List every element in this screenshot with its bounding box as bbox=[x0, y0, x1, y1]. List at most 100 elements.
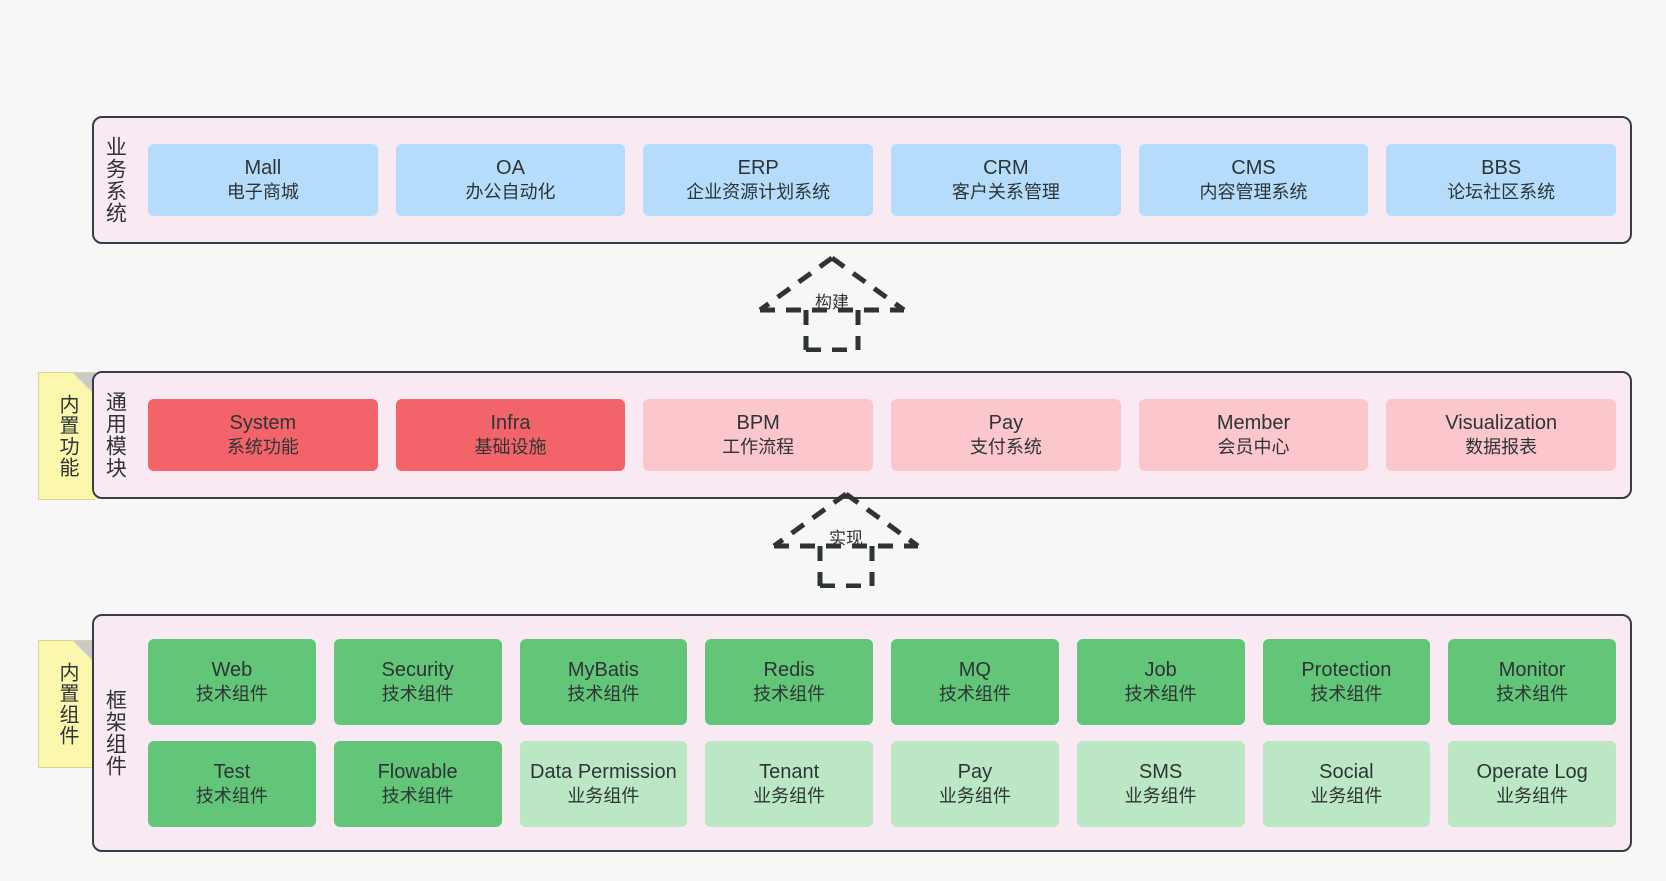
connector-implement: 实现 bbox=[768, 490, 924, 589]
card-subtitle: 技术组件 bbox=[195, 684, 268, 705]
dashed-generalization-arrow-icon bbox=[758, 255, 906, 353]
card-subtitle: 业务组件 bbox=[1496, 786, 1569, 807]
card-title: SMS bbox=[1138, 761, 1183, 784]
card-subtitle: 技术组件 bbox=[195, 786, 268, 807]
card-title: MQ bbox=[958, 659, 991, 682]
card-title: CRM bbox=[983, 157, 1029, 180]
card-subtitle: 论坛社区系统 bbox=[1447, 182, 1556, 203]
card-subtitle: 业务组件 bbox=[1124, 786, 1197, 807]
card-subtitle: 业务组件 bbox=[1310, 786, 1383, 807]
card-subtitle: 支付系统 bbox=[969, 437, 1042, 458]
card-subtitle: 业务组件 bbox=[567, 786, 640, 807]
card-subtitle: 业务组件 bbox=[753, 786, 826, 807]
note-builtin-features: 内置功能 bbox=[38, 372, 95, 500]
card-title: BPM bbox=[736, 412, 780, 435]
card-title: BBS bbox=[1481, 157, 1522, 180]
card-title: Security bbox=[381, 659, 454, 682]
connector-build-label: 构建 bbox=[815, 293, 849, 312]
section-title-framework: 框架组件 bbox=[103, 689, 127, 777]
card-title: Job bbox=[1144, 659, 1177, 682]
card-subtitle: 技术组件 bbox=[1496, 684, 1569, 705]
card-subtitle: 技术组件 bbox=[381, 786, 454, 807]
card-title: ERP bbox=[737, 157, 779, 180]
card-title: Infra bbox=[490, 412, 531, 435]
card-title: Test bbox=[213, 761, 251, 784]
card-title: Visualization bbox=[1445, 412, 1558, 435]
card-title: Data Permission bbox=[530, 761, 677, 784]
card-subtitle: 企业资源计划系统 bbox=[686, 182, 831, 203]
card-title: Web bbox=[211, 659, 253, 682]
card-title: Flowable bbox=[377, 761, 458, 784]
card-subtitle: 工作流程 bbox=[722, 437, 795, 458]
card-subtitle: 技术组件 bbox=[1310, 684, 1383, 705]
card-title: Redis bbox=[763, 659, 815, 682]
card-subtitle: 技术组件 bbox=[567, 684, 640, 705]
card-subtitle: 技术组件 bbox=[1124, 684, 1197, 705]
card-subtitle: 客户关系管理 bbox=[951, 182, 1060, 203]
card-title: Operate Log bbox=[1476, 761, 1588, 784]
note-builtin-components: 内置组件 bbox=[38, 640, 95, 768]
card-subtitle: 业务组件 bbox=[938, 786, 1011, 807]
card-title: OA bbox=[496, 157, 525, 180]
card-title: Protection bbox=[1301, 659, 1392, 682]
card-subtitle: 基础设施 bbox=[474, 437, 547, 458]
note-builtin-components-label: 内置组件 bbox=[56, 662, 78, 746]
dashed-generalization-arrow-icon bbox=[772, 491, 920, 589]
card-title: Tenant bbox=[759, 761, 820, 784]
card-subtitle: 技术组件 bbox=[381, 684, 454, 705]
card-subtitle: 电子商城 bbox=[226, 182, 299, 203]
card-subtitle: 系统功能 bbox=[226, 437, 299, 458]
card-subtitle: 内容管理系统 bbox=[1199, 182, 1308, 203]
card-title: Social bbox=[1319, 761, 1374, 784]
card-title: MyBatis bbox=[567, 659, 639, 682]
note-fold-corner-icon bbox=[73, 373, 95, 395]
card-title: Member bbox=[1216, 412, 1291, 435]
card-title: Monitor bbox=[1498, 659, 1566, 682]
card-subtitle: 办公自动化 bbox=[465, 182, 556, 203]
note-fold-corner-icon bbox=[73, 641, 95, 663]
card-title: Mall bbox=[244, 157, 282, 180]
card-title: CMS bbox=[1231, 157, 1276, 180]
card-title: Pay bbox=[988, 412, 1024, 435]
card-subtitle: 会员中心 bbox=[1217, 437, 1290, 458]
card-subtitle: 数据报表 bbox=[1465, 437, 1538, 458]
card-title: System bbox=[229, 412, 297, 435]
